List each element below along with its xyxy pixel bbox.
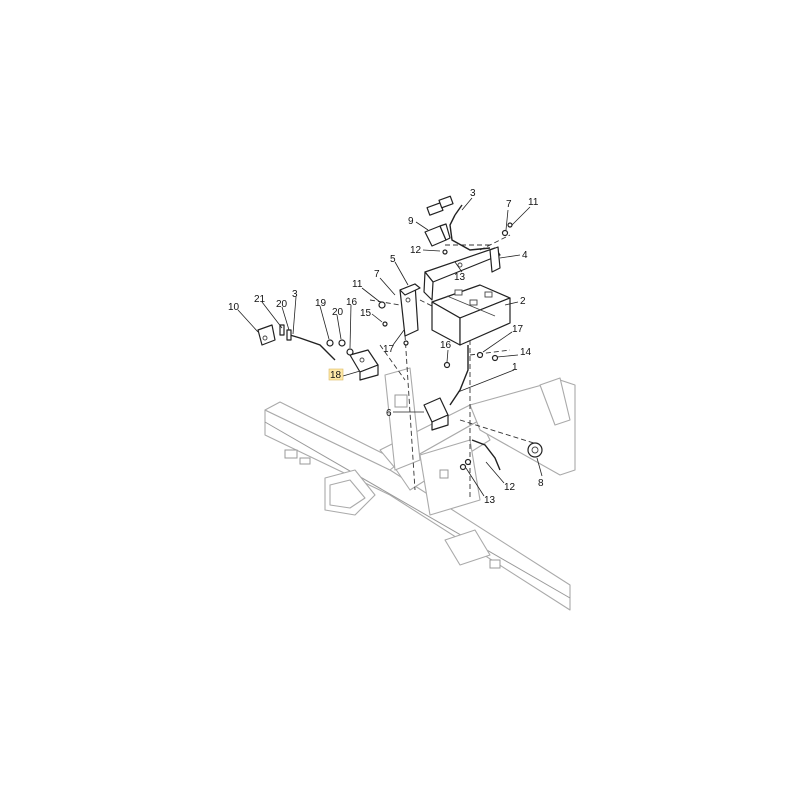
callout-11: 11 bbox=[528, 197, 539, 208]
cable-clip-lower bbox=[459, 439, 501, 471]
battery-disconnect-switch bbox=[423, 397, 449, 431]
callout-17: 17 bbox=[383, 344, 395, 355]
fastener-set-left bbox=[279, 324, 354, 356]
callout-4: 4 bbox=[522, 250, 528, 261]
wire-connector bbox=[257, 324, 276, 346]
grommet bbox=[527, 442, 543, 458]
callout-labels: 3 7 11 9 12 4 13 5 7 11 2 15 17 17 16 14… bbox=[228, 188, 544, 506]
ground-cable bbox=[449, 345, 469, 406]
callout-13: 13 bbox=[484, 495, 496, 506]
callout-20: 20 bbox=[332, 307, 344, 318]
bolts bbox=[378, 222, 513, 369]
callout-7: 7 bbox=[506, 199, 512, 210]
callout-13: 13 bbox=[454, 272, 466, 283]
callout-14: 14 bbox=[520, 347, 532, 358]
callout-18: 18 bbox=[330, 370, 342, 381]
callout-highlight bbox=[328, 368, 344, 381]
callout-19: 19 bbox=[315, 298, 327, 309]
callout-15: 15 bbox=[360, 308, 372, 319]
callout-21: 21 bbox=[254, 294, 266, 305]
battery-hold-down-bracket bbox=[423, 246, 501, 301]
cable-clamp bbox=[424, 223, 451, 247]
callout-11: 11 bbox=[352, 279, 363, 290]
callout-5: 5 bbox=[390, 254, 396, 265]
callout-6: 6 bbox=[386, 408, 392, 419]
battery bbox=[431, 284, 511, 346]
callout-16: 16 bbox=[346, 297, 358, 308]
callout-1: 1 bbox=[512, 362, 518, 373]
callout-20: 20 bbox=[276, 299, 288, 310]
callout-7: 7 bbox=[374, 269, 380, 280]
callout-12: 12 bbox=[410, 245, 422, 256]
callout-2: 2 bbox=[520, 296, 526, 307]
callout-17: 17 bbox=[512, 324, 524, 335]
battery-cable-left bbox=[289, 334, 336, 361]
battery-cable-top bbox=[449, 204, 491, 251]
callout-8: 8 bbox=[538, 478, 544, 489]
callout-3: 3 bbox=[292, 289, 298, 300]
support-bracket bbox=[399, 283, 421, 337]
leader-lines bbox=[237, 197, 543, 497]
callout-16: 16 bbox=[440, 340, 452, 351]
chassis-frame bbox=[264, 367, 576, 611]
callout-3: 3 bbox=[470, 188, 476, 199]
cable-terminal-top bbox=[426, 195, 454, 216]
callout-10: 10 bbox=[228, 302, 240, 313]
callout-12: 12 bbox=[504, 482, 516, 493]
callout-9: 9 bbox=[408, 216, 414, 227]
starter-solenoid bbox=[349, 349, 379, 381]
